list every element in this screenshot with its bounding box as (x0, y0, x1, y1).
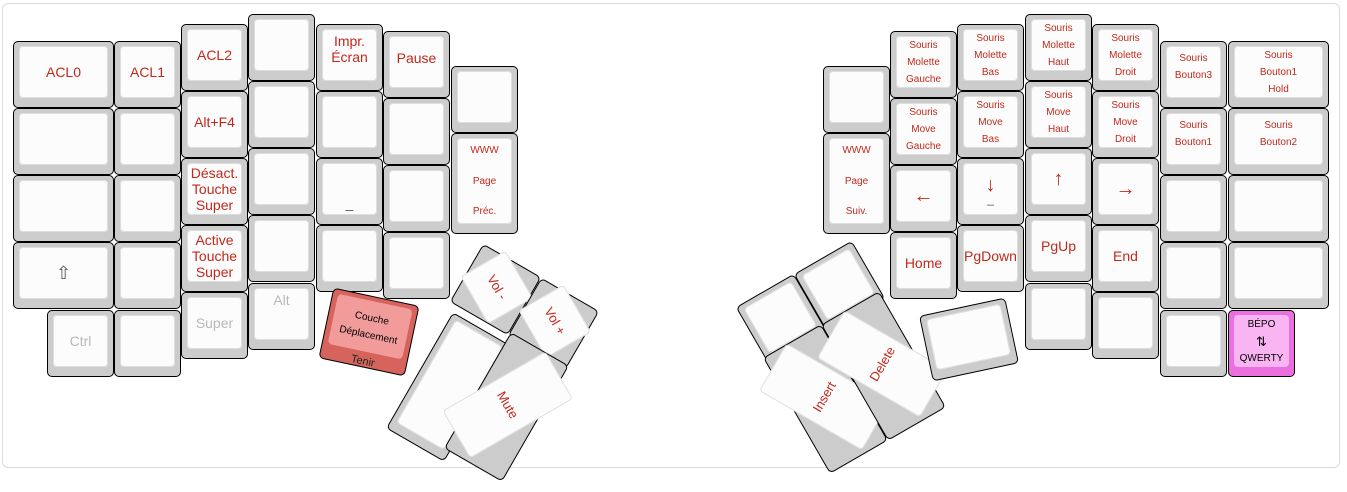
key-alt-f4[interactable]: Alt+F4 (181, 91, 248, 158)
arrow-left-icon: ← (896, 170, 951, 222)
key-home[interactable]: Home (890, 232, 957, 299)
key-blank[interactable] (383, 98, 450, 165)
key-blank[interactable] (248, 14, 315, 81)
key-label: End (1098, 230, 1153, 282)
key-impr-ecran[interactable]: Impr.Écran (316, 24, 383, 91)
key-underscore[interactable]: _ (316, 158, 383, 225)
arrow-right-icon: → (1098, 163, 1153, 215)
key-label: PgUp (1031, 220, 1086, 272)
key-arrow-left[interactable]: ← (890, 165, 957, 232)
key-blank[interactable] (383, 165, 450, 232)
key-blank[interactable] (1160, 310, 1227, 377)
key-blank[interactable] (248, 215, 315, 282)
key-super[interactable]: Super (181, 292, 248, 359)
key-label: ↓ _ (963, 163, 1018, 215)
key-pgup[interactable]: PgUp (1025, 215, 1092, 282)
shift-icon: ⇧ (19, 247, 108, 299)
key-alt[interactable]: Alt (248, 283, 315, 350)
key-label: Alt (254, 288, 309, 340)
key-label: ACL0 (19, 46, 108, 98)
key-label: Alt+F4 (187, 96, 242, 148)
swap-arrows-icon: ⇅ (1256, 333, 1267, 349)
arrow-up-icon: ↑ (1031, 153, 1086, 205)
key-label: PgDown (963, 230, 1018, 282)
key-blank[interactable] (13, 108, 114, 175)
key-acl0[interactable]: ACL0 (13, 41, 114, 108)
key-blank[interactable] (114, 242, 181, 309)
key-blank[interactable] (248, 148, 315, 215)
key-bepo-qwerty-toggle[interactable]: BÉPO ⇅ QWERTY (1228, 310, 1295, 377)
key-end[interactable]: End (1092, 225, 1159, 292)
key-blank[interactable] (248, 81, 315, 148)
key-blank[interactable] (316, 225, 383, 292)
key-blank[interactable] (114, 175, 181, 242)
key-blank[interactable] (13, 175, 114, 242)
key-arrow-right[interactable]: → (1092, 158, 1159, 225)
key-arrow-up[interactable]: ↑ (1025, 148, 1092, 215)
key-pause[interactable]: Pause (383, 31, 450, 98)
key-blank[interactable] (1025, 283, 1092, 350)
key-arrow-down[interactable]: ↓ _ (957, 158, 1024, 225)
key-blank[interactable] (823, 66, 890, 133)
key-blank[interactable] (114, 310, 181, 377)
key-label: Pause (389, 36, 444, 88)
key-label: ACL2 (187, 29, 242, 81)
key-label: BÉPO ⇅ QWERTY (1234, 315, 1289, 367)
key-blank[interactable] (1092, 292, 1159, 359)
key-blank[interactable] (1228, 175, 1329, 242)
key-pgdown[interactable]: PgDown (957, 225, 1024, 292)
key-label: Super (187, 297, 242, 349)
key-acl2[interactable]: ACL2 (181, 24, 248, 91)
key-ctrl[interactable]: Ctrl (47, 310, 114, 377)
key-blank[interactable] (451, 66, 518, 133)
key-blank[interactable] (1160, 242, 1227, 309)
key-label: Ctrl (53, 315, 108, 367)
key-blank[interactable] (114, 108, 181, 175)
key-label: ACL1 (120, 46, 175, 98)
arrow-down-icon: ↓ (985, 174, 996, 196)
key-blank[interactable] (1160, 175, 1227, 242)
key-blank[interactable] (1228, 242, 1329, 309)
key-label: Home (896, 237, 951, 289)
key-label: _ (322, 163, 377, 215)
key-acl1[interactable]: ACL1 (114, 41, 181, 108)
key-blank[interactable] (383, 232, 450, 299)
key-shift[interactable]: ⇧ (13, 242, 114, 309)
key-label: Impr.Écran (322, 29, 377, 81)
key-blank[interactable] (316, 91, 383, 158)
